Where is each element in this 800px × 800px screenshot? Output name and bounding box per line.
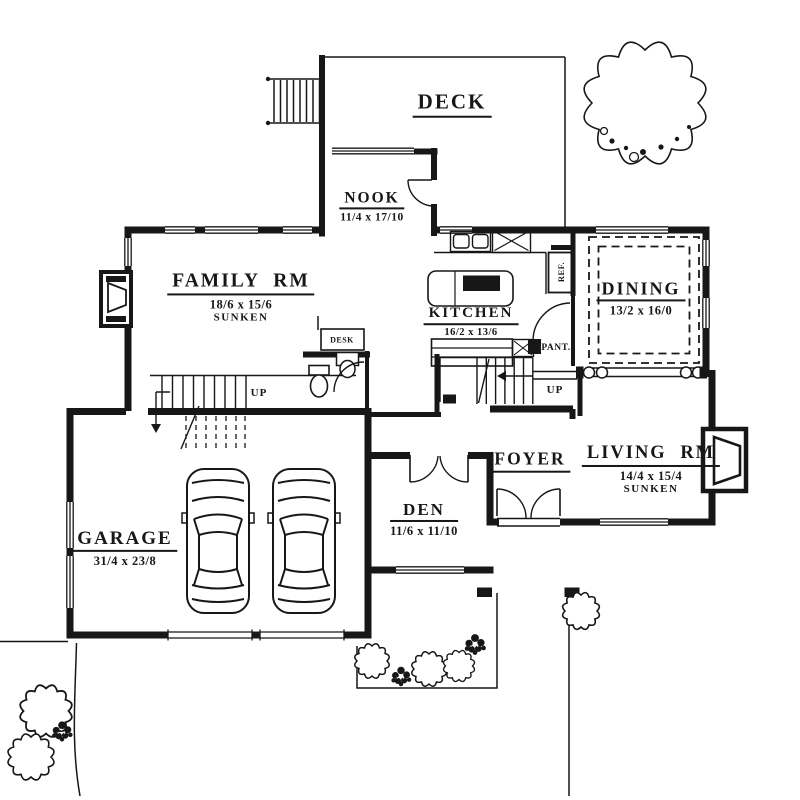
room-name-garage: GARAGE: [72, 528, 178, 553]
room-label-family: FAMILY RM 18/6 x 15/6 SUNKEN: [167, 270, 315, 324]
room-name-deck: DECK: [412, 90, 492, 118]
kitchen-fixtures: [427, 228, 576, 367]
nook-door: [407, 179, 435, 207]
room-label-foyer: FOYER: [489, 449, 571, 473]
windows: [65, 147, 711, 641]
refrigerator: [547, 251, 576, 294]
fireplace-living: [700, 426, 749, 494]
room-name-nook: NOOK: [339, 189, 405, 210]
shrub: [562, 592, 600, 630]
den-doors: [409, 455, 469, 483]
pantry-wall-stub: [528, 339, 541, 354]
room-label-dining: DINING 13/2 x 16/0: [596, 278, 686, 318]
car-2: [267, 468, 341, 614]
kitchen-island: [427, 270, 514, 307]
island-cooktop: [463, 275, 500, 291]
room-name-kitchen: KITCHEN: [423, 305, 519, 326]
desk-label: DESK: [330, 335, 354, 345]
deck-stairs: [265, 76, 321, 126]
up-label-foyer-stairs: UP: [546, 384, 564, 396]
room-dims-den: 11/6 x 11/10: [390, 524, 458, 539]
pantry-door: [532, 302, 571, 342]
room-label-garage: GARAGE 31/4 x 23/8: [72, 528, 178, 569]
flower-cluster: [391, 666, 412, 687]
room-dims-family: 18/6 x 15/6: [209, 297, 273, 312]
range: [491, 228, 532, 254]
toilet: [308, 364, 330, 398]
shrub: [7, 733, 55, 781]
built-in-desk: [320, 328, 365, 351]
room-name-family: FAMILY RM: [167, 270, 315, 296]
powder-room: [308, 328, 365, 398]
room-label-living: LIVING RM 14/4 x 15/4 SUNKEN: [581, 443, 721, 495]
kitchen-sink: [449, 230, 492, 253]
room-label-nook: NOOK 11/4 x 17/10: [339, 189, 405, 224]
fireplace-family: [99, 270, 133, 328]
room-dims-kitchen: 16/2 x 13/6: [444, 327, 498, 339]
breakfast-bar: [430, 338, 514, 367]
room-name-den: DEN: [390, 500, 458, 523]
room-name-living: LIVING RM: [581, 443, 721, 467]
room-label-kitchen: KITCHEN 16/2 x 13/6: [423, 305, 519, 339]
room-name-foyer: FOYER: [489, 449, 571, 473]
shrub: [19, 684, 73, 738]
room-name-dining: DINING: [596, 278, 686, 302]
room-label-den: DEN 11/6 x 11/10: [390, 500, 458, 538]
shrub: [411, 651, 447, 687]
porch-posts: [477, 587, 580, 597]
tree-top-right: [583, 41, 707, 165]
room-note-family: SUNKEN: [213, 311, 269, 324]
car-1: [181, 468, 255, 614]
room-label-deck: DECK: [412, 90, 492, 118]
shrub: [354, 643, 390, 679]
pantry-label: PANT.: [541, 343, 571, 353]
up-label-main-stairs: UP: [250, 387, 268, 399]
dining-colonnade: [576, 366, 707, 379]
room-note-living: SUNKEN: [623, 482, 679, 495]
room-dims-nook: 11/4 x 17/10: [340, 211, 404, 224]
flower-cluster: [464, 634, 486, 655]
room-dims-dining: 13/2 x 16/0: [609, 303, 673, 318]
tree-dots: [609, 125, 691, 155]
powder-door: [333, 361, 365, 393]
entry-door: [496, 488, 561, 527]
landscaping: [7, 41, 707, 781]
shrub: [443, 650, 475, 682]
site-lines: [0, 56, 570, 797]
room-dims-garage: 31/4 x 23/8: [93, 554, 157, 569]
room-dims-living: 14/4 x 15/4: [619, 468, 683, 483]
stairs-foyer: [439, 356, 577, 404]
refrigerator-label: REF.: [556, 261, 566, 283]
